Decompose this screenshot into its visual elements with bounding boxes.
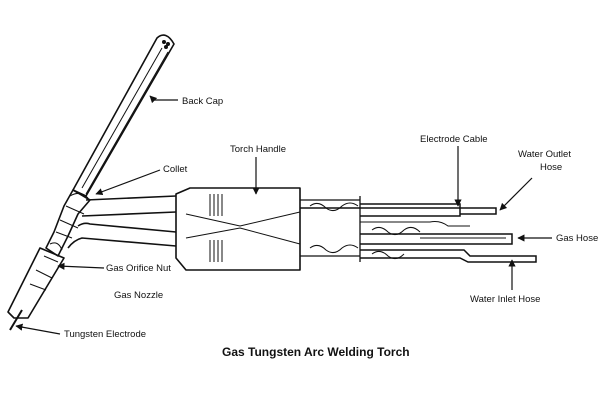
label-water-outlet-hose-line2: Hose: [540, 162, 562, 173]
label-collet: Collet: [163, 164, 188, 175]
torch-neck: [67, 195, 177, 249]
water-outlet-hose: [300, 207, 497, 215]
label-torch-handle: Torch Handle: [230, 144, 286, 155]
torch-head: [7, 34, 175, 331]
gas-nozzle: [7, 247, 65, 319]
leader-lines: [15, 95, 552, 335]
label-back-cap: Back Cap: [182, 96, 223, 107]
water-inlet-hose: [360, 249, 537, 263]
label-tungsten-electrode: Tungsten Electrode: [64, 329, 146, 340]
diagram-title: Gas Tungsten Arc Welding Torch: [222, 345, 410, 359]
label-electrode-cable: Electrode Cable: [420, 134, 488, 145]
torch-handle: [175, 187, 361, 271]
hose-assembly: [300, 203, 537, 263]
back-cap: [72, 34, 175, 197]
label-gas-hose: Gas Hose: [556, 233, 598, 244]
label-water-outlet-hose: Water Outlet: [518, 149, 571, 160]
electrode-cable: [360, 203, 461, 217]
gas-hose: [360, 233, 513, 245]
tungsten-electrode: [9, 309, 23, 331]
label-gas-orifice-nut: Gas Orifice Nut: [106, 263, 171, 274]
label-water-inlet-hose: Water Inlet Hose: [470, 294, 540, 305]
label-gas-nozzle: Gas Nozzle: [114, 290, 163, 301]
